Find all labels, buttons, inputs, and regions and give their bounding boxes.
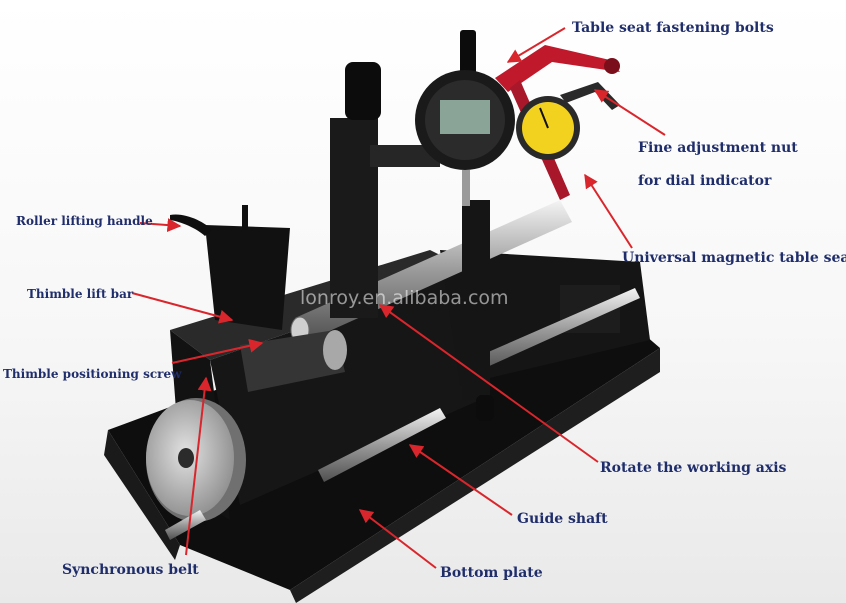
label-bottom-plate: Bottom plate [440,565,543,581]
label-universal-magnetic-table-seat: Universal magnetic table seat [622,250,846,266]
spindle-cylinder [240,330,347,392]
arrow-roller-lifting-handle [139,218,182,233]
callout-arrows [131,27,666,569]
label-table-seat-fastening-bolts: Table seat fastening bolts [572,20,774,36]
label-thimble-lift-bar: Thimble lift bar [27,287,134,301]
arrow-magnetic-table-seat [584,173,633,249]
arrow-fine-adjustment-nut [593,89,666,136]
analog-dial-indicator [516,96,580,160]
label-roller-lifting-handle: Roller lifting handle [16,214,153,228]
right-upright [462,200,494,421]
arrow-thimble-lift-bar [131,292,234,324]
arrow-bottom-plate [358,509,437,569]
label-for-dial-indicator: for dial indicator [638,173,772,189]
arrow-guide-shaft [408,444,513,516]
arrow-synchronous-belt [185,376,212,556]
digital-dial-indicator [415,30,515,206]
arrow-table-seat-bolts [506,27,566,63]
arrow-thimble-positioning-screw [171,338,264,364]
label-guide-shaft: Guide shaft [517,511,608,527]
arrow-rotate-working-axis [378,304,599,463]
rear-column [330,62,440,318]
label-synchronous-belt: Synchronous belt [62,562,199,578]
left-upright [170,205,290,330]
guide-shafts [318,288,640,482]
label-rotate-working-axis: Rotate the working axis [600,460,787,476]
watermark: lonroy.en.alibaba.com [300,287,509,309]
label-fine-adjustment-nut: Fine adjustment nut [638,140,798,156]
label-thimble-positioning-screw: Thimble positioning screw [3,367,182,381]
